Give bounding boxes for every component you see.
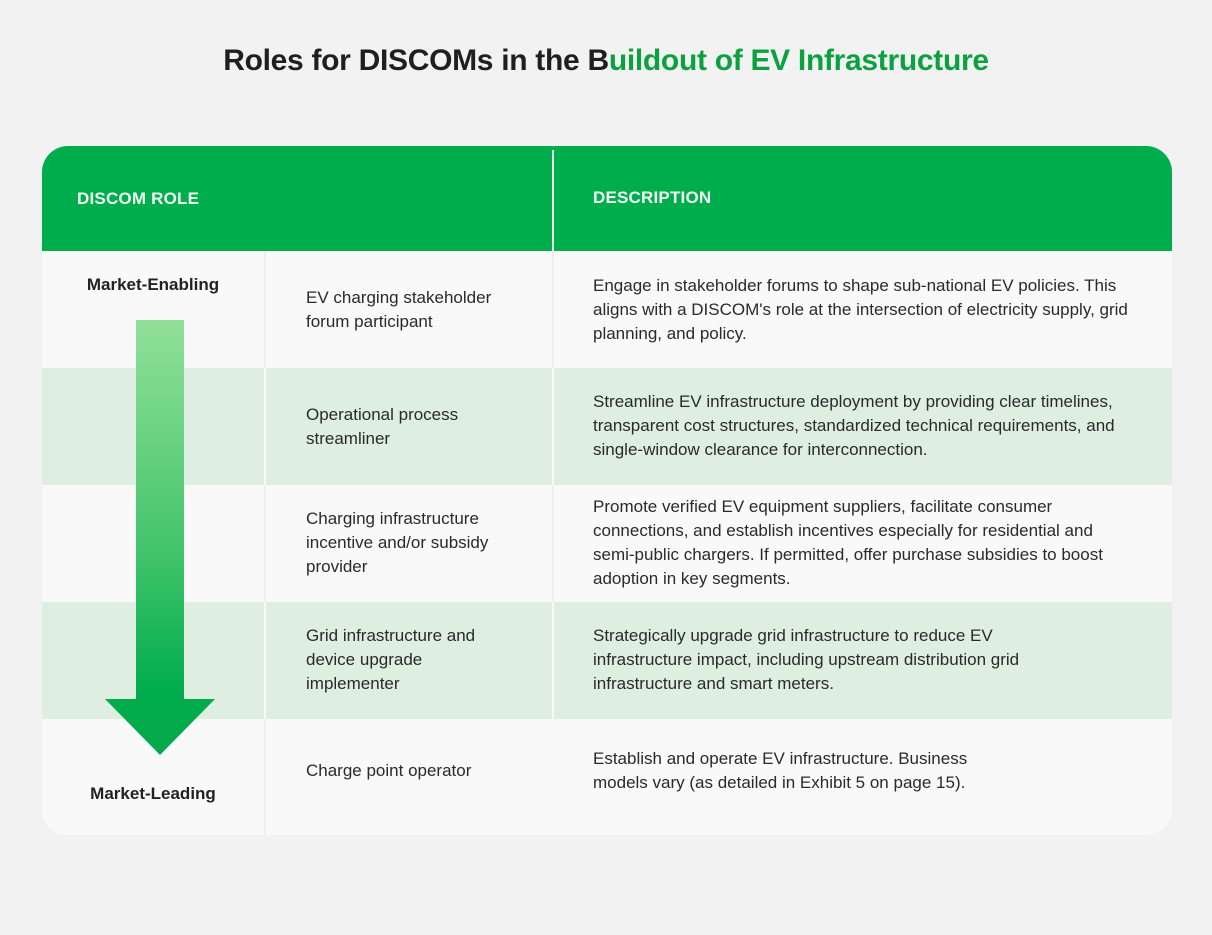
- description-cell: Engage in stakeholder forums to shape su…: [593, 276, 1128, 343]
- market-leading-label: Market-Leading: [90, 784, 216, 803]
- column-divider: [264, 485, 266, 602]
- column-divider: [552, 251, 554, 368]
- table-row: EV charging stakeholder forum participan…: [42, 251, 1172, 368]
- role-cell: Grid infrastructure and device upgrade i…: [306, 626, 476, 693]
- column-divider: [264, 602, 266, 719]
- role-cell: EV charging stakeholder forum participan…: [306, 288, 492, 331]
- header-discom-role: DISCOM ROLE: [77, 189, 200, 208]
- column-divider: [264, 368, 266, 485]
- role-cell: Charging infrastructure incentive and/or…: [306, 509, 489, 576]
- table-row: Operational process streamliner Streamli…: [42, 368, 1172, 485]
- down-arrow-icon: [105, 320, 215, 755]
- title-part-green: uildout of EV Infrastructure: [608, 44, 989, 77]
- header-divider: [552, 150, 554, 251]
- description-cell: Promote verified EV equipment suppliers,…: [593, 497, 1103, 588]
- discom-roles-table: DISCOM ROLE DESCRIPTION EV charging stak…: [42, 146, 1172, 835]
- table-row: Charging infrastructure incentive and/or…: [42, 485, 1172, 602]
- table-row: Grid infrastructure and device upgrade i…: [42, 602, 1172, 719]
- column-divider: [264, 719, 266, 835]
- column-divider: [552, 485, 554, 602]
- title-part-dark: Roles for DISCOMs in the B: [223, 44, 609, 77]
- description-cell: Strategically upgrade grid infrastructur…: [593, 626, 1020, 693]
- column-divider: [552, 368, 554, 485]
- description-cell: Streamline EV infrastructure deployment …: [593, 392, 1115, 459]
- column-divider: [264, 251, 266, 368]
- page-title: Roles for DISCOMs in the Buildout of EV …: [0, 44, 1212, 78]
- role-cell: Operational process streamliner: [306, 405, 459, 448]
- arrow-shape: [105, 320, 215, 755]
- header-description: DESCRIPTION: [593, 188, 712, 207]
- column-divider: [552, 602, 554, 719]
- table-header: DISCOM ROLE DESCRIPTION: [42, 146, 1172, 251]
- market-enabling-label: Market-Enabling: [86, 275, 220, 294]
- table-row: Charge point operator Establish and oper…: [42, 719, 1172, 835]
- role-cell: Charge point operator: [306, 761, 472, 780]
- description-cell: Establish and operate EV infrastructure.…: [593, 749, 968, 792]
